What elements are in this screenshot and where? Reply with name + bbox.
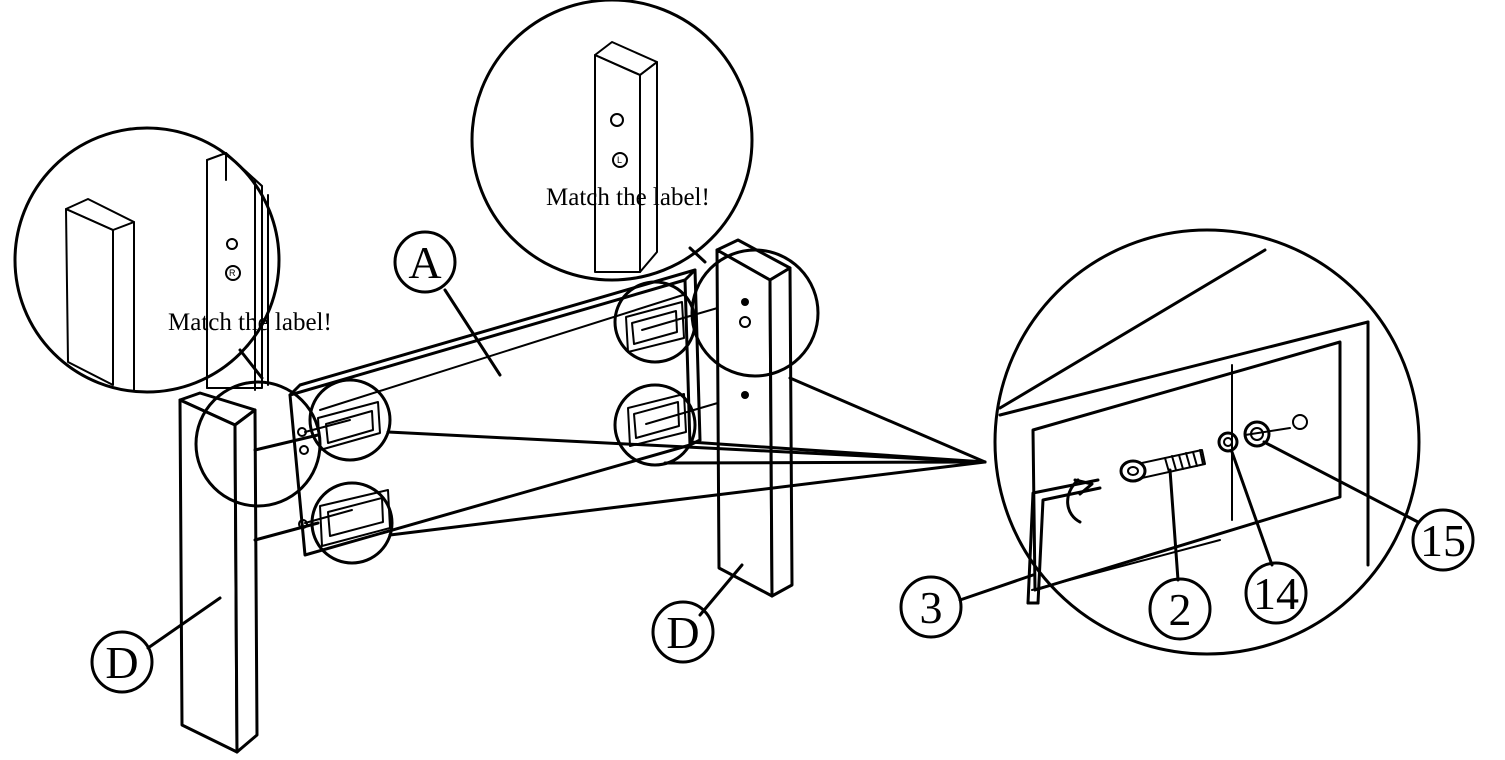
detail-circle-top: L Match the label! [470,0,754,282]
label-d-left: D [105,637,138,688]
label-15: 15 [1420,515,1466,566]
rotation-arrow-icon [1066,478,1082,524]
callout-3: 3 [899,573,1035,639]
hole-marked-top [612,152,628,168]
match-label-note-left: Match the label! [168,309,332,336]
leg-left-d [178,391,259,754]
headboard-panel-a [288,268,746,557]
callout-d-left: D [90,596,222,694]
label-a: A [408,237,441,288]
hole-mark-l: L [617,155,622,165]
label-d-right: D [666,607,699,658]
detail-leader-lines [238,246,987,542]
allen-key [1026,478,1100,605]
detail-circle-hardware [993,228,1421,656]
hole-plain-left [226,238,238,250]
match-label-note-top: Match the label! [546,184,710,211]
leg-right-d [715,238,794,598]
detail-circle-left: R Match the label! [13,126,332,394]
washer-small [1217,431,1239,453]
zoom-circles [194,248,820,565]
hole-mark-r: R [229,268,236,278]
callout-2: 2 [1148,468,1212,641]
callout-a: A [393,230,502,377]
bolt-head [1119,459,1147,483]
label-3: 3 [920,582,943,633]
callout-14: 14 [1230,450,1308,625]
callout-d-right: D [651,563,744,664]
hole-marked-left [225,265,241,281]
hole-plain-top [610,113,624,127]
label-14: 14 [1253,568,1299,619]
callout-15: 15 [1262,440,1475,572]
label-2: 2 [1169,584,1192,635]
